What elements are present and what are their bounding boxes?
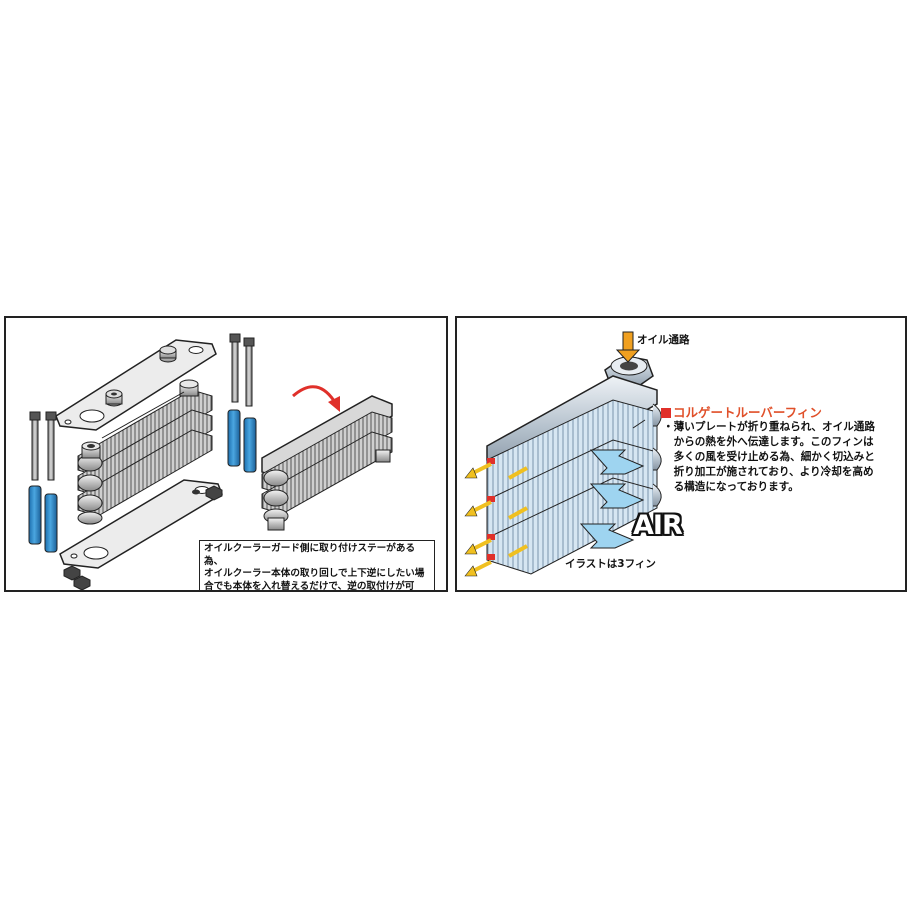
bolts-and-spacers-right: [228, 334, 256, 472]
fin-structure-panel: オイル通路 コルゲートルーバーフィン ・薄いプレートが折り重ねられ、オイル通路 …: [455, 316, 907, 592]
fin-title: コルゲートルーバーフィン: [661, 402, 822, 421]
air-label: AIR: [633, 510, 682, 541]
fin-count-note: イラストは3フィン: [565, 556, 656, 571]
fin-title-text: コルゲートルーバーフィン: [673, 405, 822, 420]
assembly-diagram-panel: オイルクーラーガード側に取り付けステーがある為、 オイルクーラー本体の取り回しで…: [4, 316, 448, 592]
oil-passage-label: オイル通路: [637, 332, 690, 347]
installation-note: オイルクーラーガード側に取り付けステーがある為、 オイルクーラー本体の取り回しで…: [199, 540, 435, 592]
red-square-bullet: [661, 408, 671, 418]
oil-cooler-reversed: [262, 387, 392, 530]
fin-description: ・薄いプレートが折り重ねられ、オイル通路 からの熱を外へ伝達します。このフィンは…: [663, 420, 903, 495]
